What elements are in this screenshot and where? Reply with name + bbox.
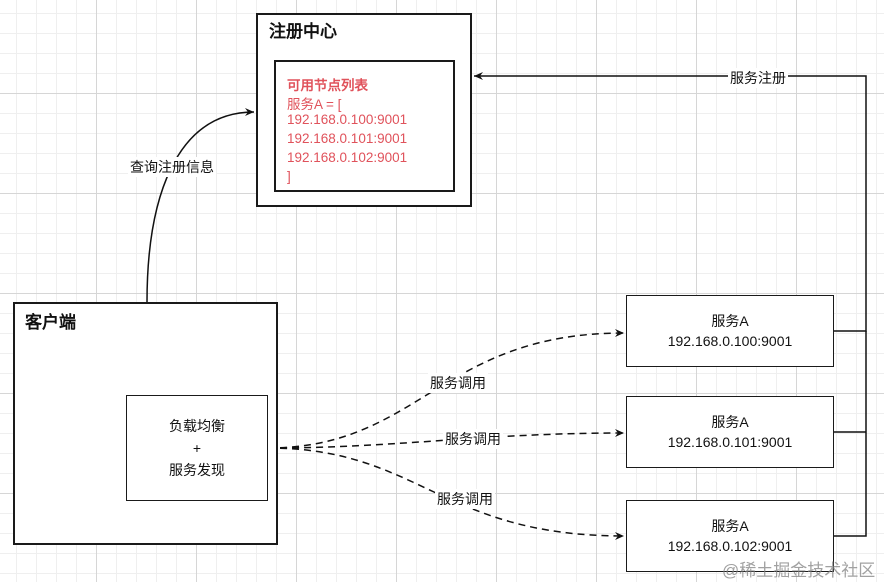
load-balancer-line: 负载均衡 bbox=[169, 418, 225, 434]
service-name: 服务A bbox=[711, 313, 749, 329]
node-list-line: 192.168.0.100:9001 bbox=[287, 112, 408, 127]
node-list-line: 服务A = [ bbox=[287, 97, 342, 112]
registry-title: 注册中心 bbox=[269, 22, 337, 41]
service-address: 192.168.0.100:9001 bbox=[667, 333, 793, 349]
node-list-line: 192.168.0.101:9001 bbox=[287, 131, 408, 146]
call-arrow-2 bbox=[267, 429, 625, 449]
register-link-3 bbox=[834, 331, 867, 537]
watermark: @稀土掘金技术社区 bbox=[722, 561, 876, 580]
service-name: 服务A bbox=[711, 414, 749, 430]
call-edge-label: 服务调用 bbox=[443, 429, 503, 449]
client-title: 客户端 bbox=[25, 313, 76, 332]
call-edge-label: 服务调用 bbox=[435, 489, 495, 509]
service-node-1: 服务A 192.168.0.100:9001 bbox=[626, 295, 834, 367]
load-balancer-line: + bbox=[192, 440, 202, 456]
load-balancer-box: 负载均衡 + 服务发现 bbox=[126, 395, 268, 501]
query-arrow bbox=[146, 108, 255, 303]
register-line bbox=[474, 72, 867, 332]
service-node-3: 服务A 192.168.0.102:9001 bbox=[626, 500, 834, 572]
node-list-heading: 可用节点列表 bbox=[287, 78, 368, 93]
call-arrow-3 bbox=[267, 447, 625, 540]
node-list-line: 192.168.0.102:9001 bbox=[287, 150, 408, 165]
register-edge-label: 服务注册 bbox=[728, 68, 788, 88]
query-edge-label: 查询注册信息 bbox=[128, 157, 216, 177]
load-balancer-line: 服务发现 bbox=[169, 462, 225, 478]
service-address: 192.168.0.102:9001 bbox=[667, 538, 793, 554]
service-address: 192.168.0.101:9001 bbox=[667, 434, 793, 450]
call-arrow-1 bbox=[267, 329, 625, 449]
service-name: 服务A bbox=[711, 518, 749, 534]
node-list-line: ] bbox=[287, 169, 291, 184]
call-edge-label: 服务调用 bbox=[428, 373, 488, 393]
node-list-box: 可用节点列表 服务A = [ 192.168.0.100:9001 192.16… bbox=[274, 60, 455, 192]
service-node-2: 服务A 192.168.0.101:9001 bbox=[626, 396, 834, 468]
